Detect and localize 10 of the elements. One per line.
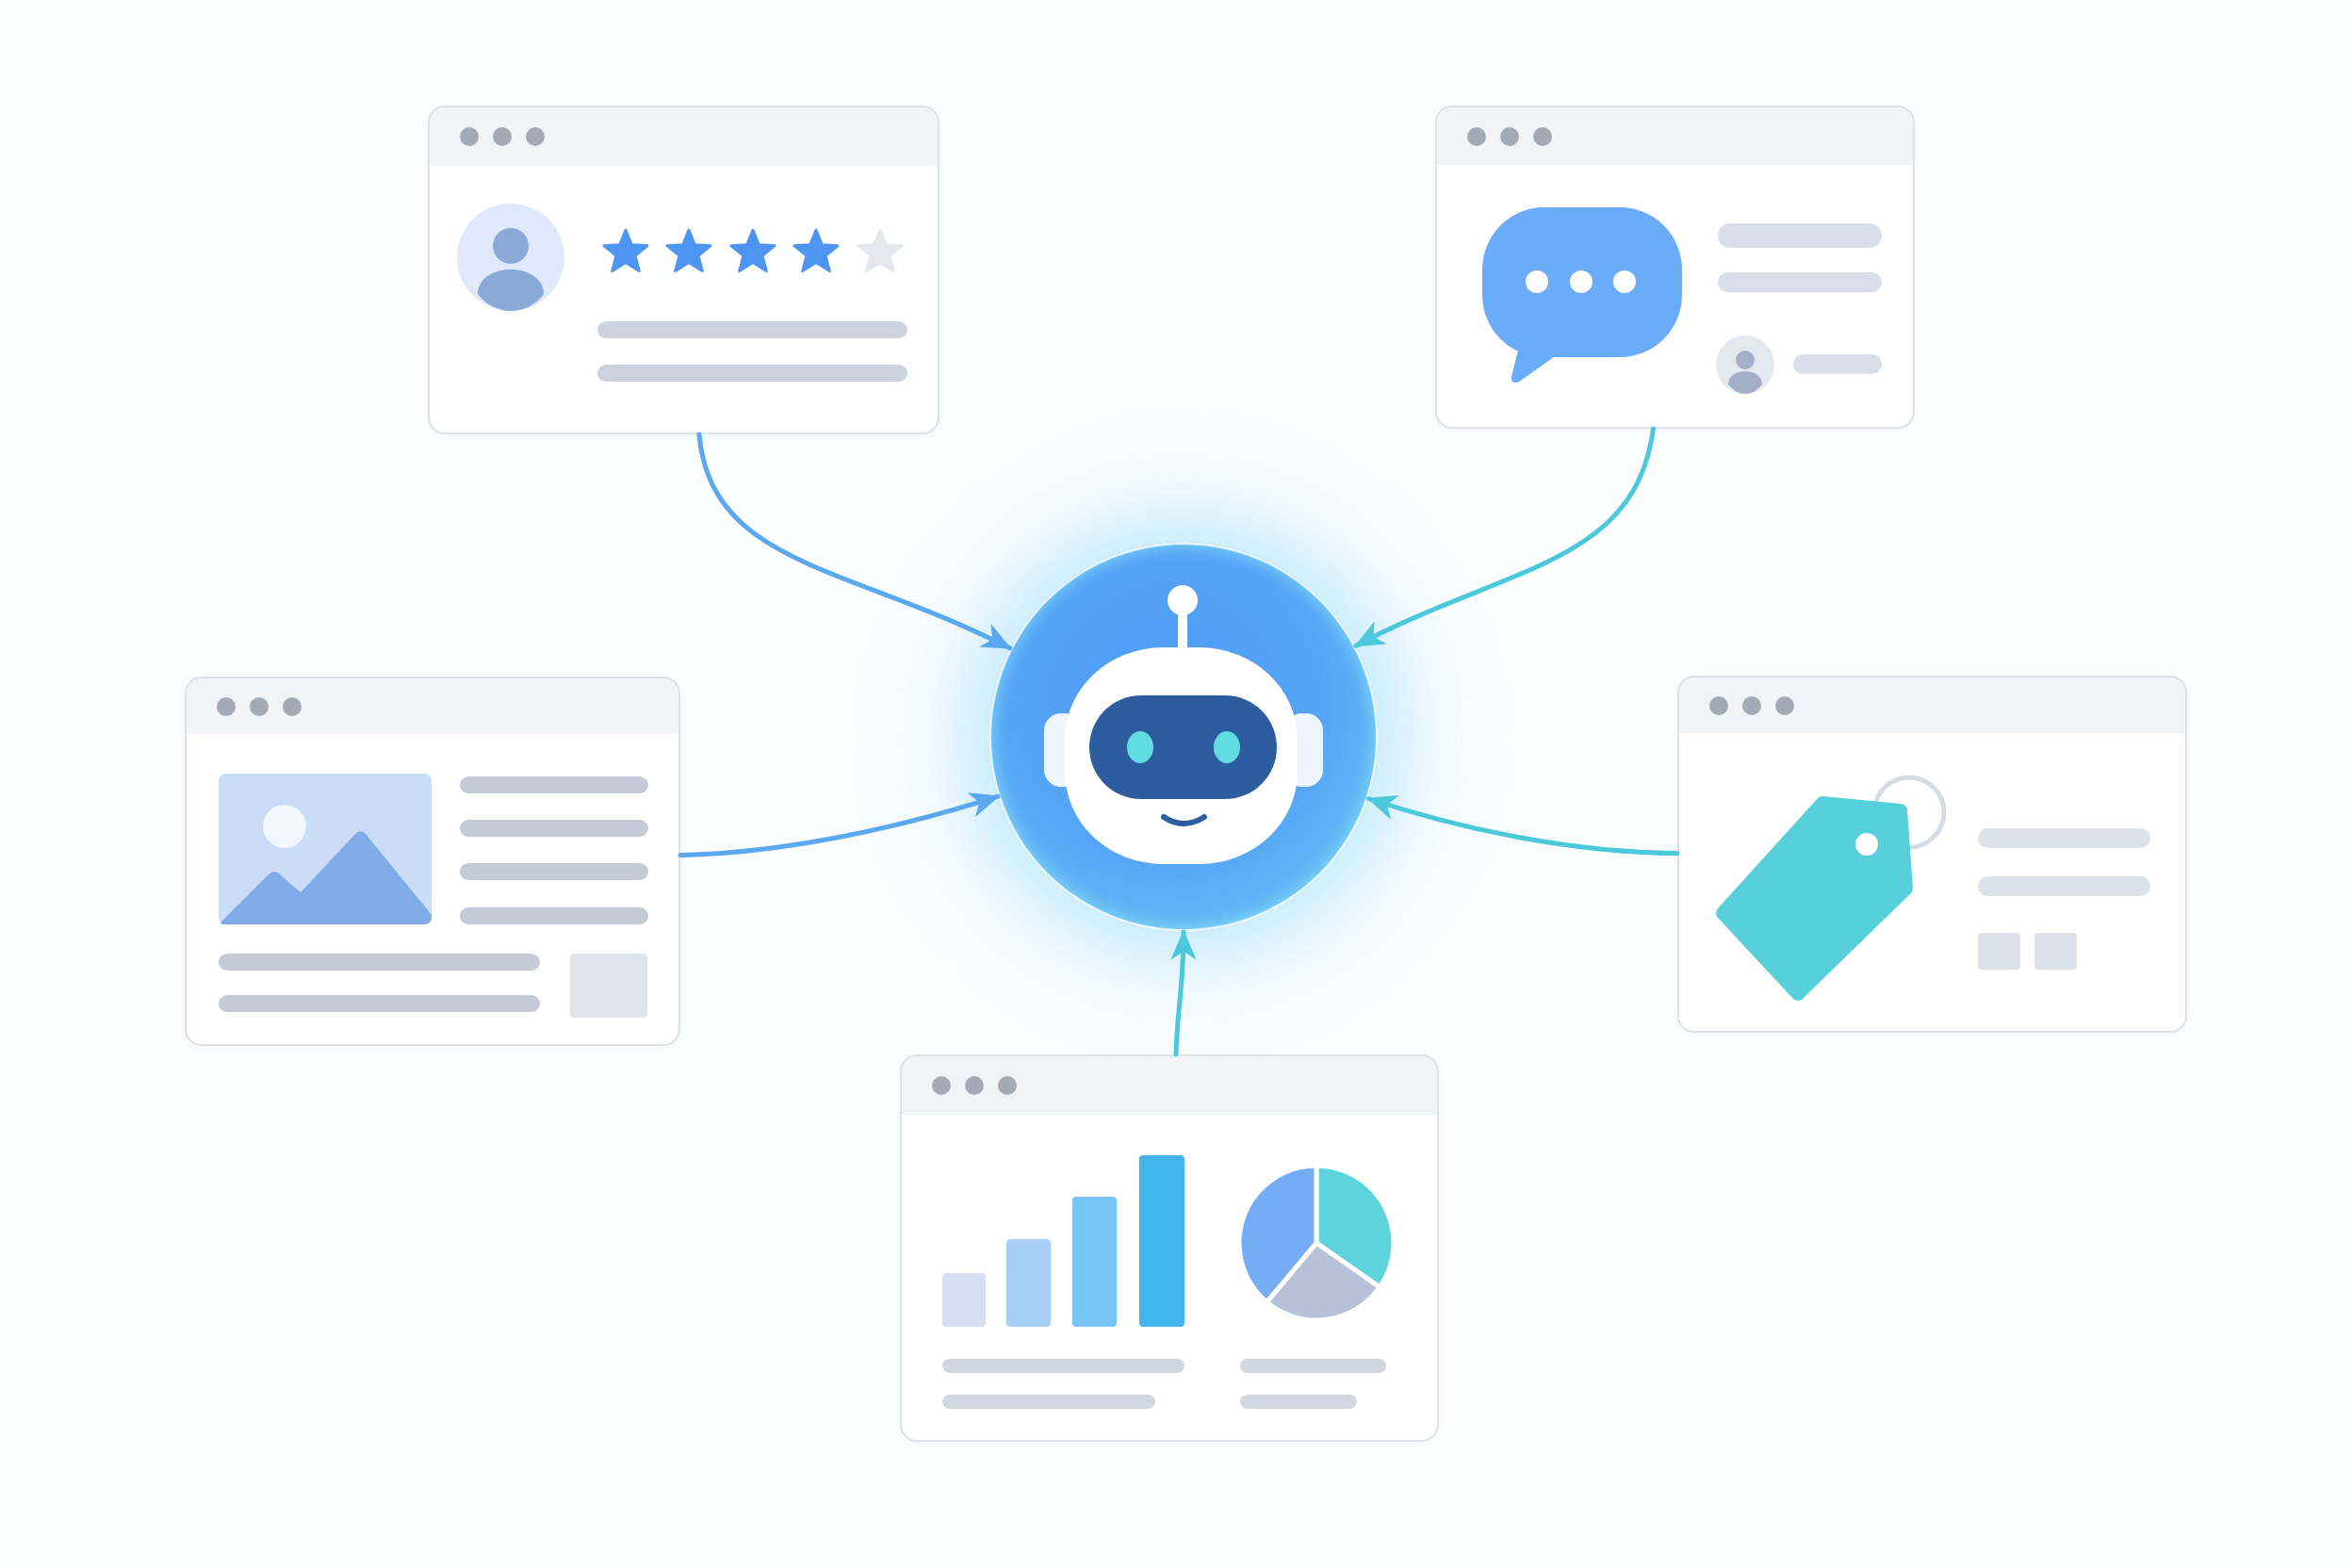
browser-window: [1677, 676, 2187, 1033]
curved-arrow: [1353, 426, 1656, 648]
curved-arrow: [1170, 929, 1197, 1057]
curved-arrow: [696, 432, 1013, 651]
browser-window: [185, 677, 680, 1046]
curved-arrow: [1365, 794, 1680, 856]
browser-window: [1435, 106, 1915, 429]
browser-window: [428, 106, 939, 434]
curved-arrow: [678, 792, 1001, 858]
browser-window: [900, 1054, 1439, 1442]
